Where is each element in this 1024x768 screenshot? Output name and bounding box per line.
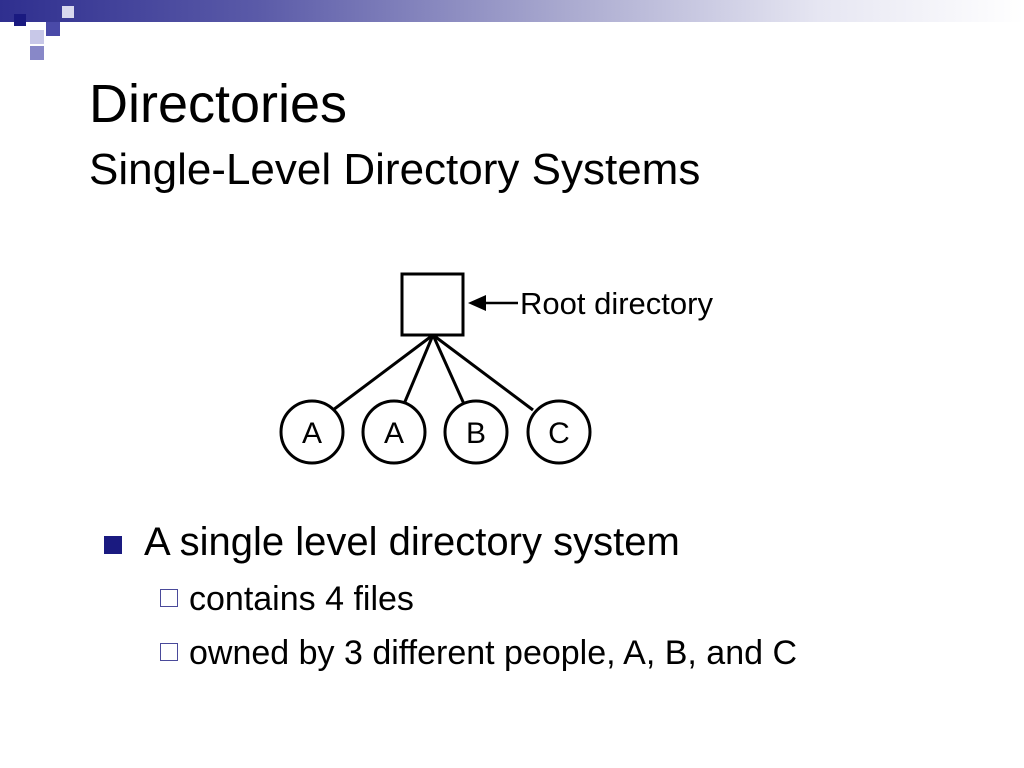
file-label-1: A <box>384 417 404 450</box>
bullet-text: A single level directory system <box>144 520 680 564</box>
file-node-0 <box>279 399 345 465</box>
sub-bullet-text: owned by 3 different people, A, B, and C <box>189 634 798 672</box>
square-bullet-icon <box>104 536 122 554</box>
file-label-2: B <box>466 417 486 450</box>
header-band <box>0 0 1024 22</box>
file-label-3: C <box>548 417 570 450</box>
edge-file-0 <box>332 333 434 412</box>
hollow-square-bullet-icon <box>160 643 178 661</box>
slide-subtitle: Single-Level Directory Systems <box>89 145 701 194</box>
directory-diagram: Root directory A A B C <box>270 262 750 472</box>
file-node-3 <box>526 399 592 465</box>
file-node-2 <box>443 399 509 465</box>
slide-title: Directories <box>89 74 348 134</box>
logo-square-pale <box>62 6 74 18</box>
hollow-square-bullet-icon <box>160 589 178 607</box>
logo-square-light <box>30 30 44 44</box>
file-label-0: A <box>302 417 322 450</box>
root-directory-label: Root directory <box>520 286 713 321</box>
logo-square-navy <box>14 14 26 26</box>
sub-bullet-text: contains 4 files <box>189 580 414 618</box>
edge-file-1 <box>402 334 435 405</box>
file-node-1 <box>361 399 427 465</box>
edge-file-2 <box>431 334 466 405</box>
edge-file-3 <box>432 333 534 412</box>
root-arrow-head <box>468 295 486 311</box>
root-directory-box <box>400 272 465 337</box>
logo-square-blue <box>46 22 60 36</box>
logo-square-mid <box>30 46 44 60</box>
